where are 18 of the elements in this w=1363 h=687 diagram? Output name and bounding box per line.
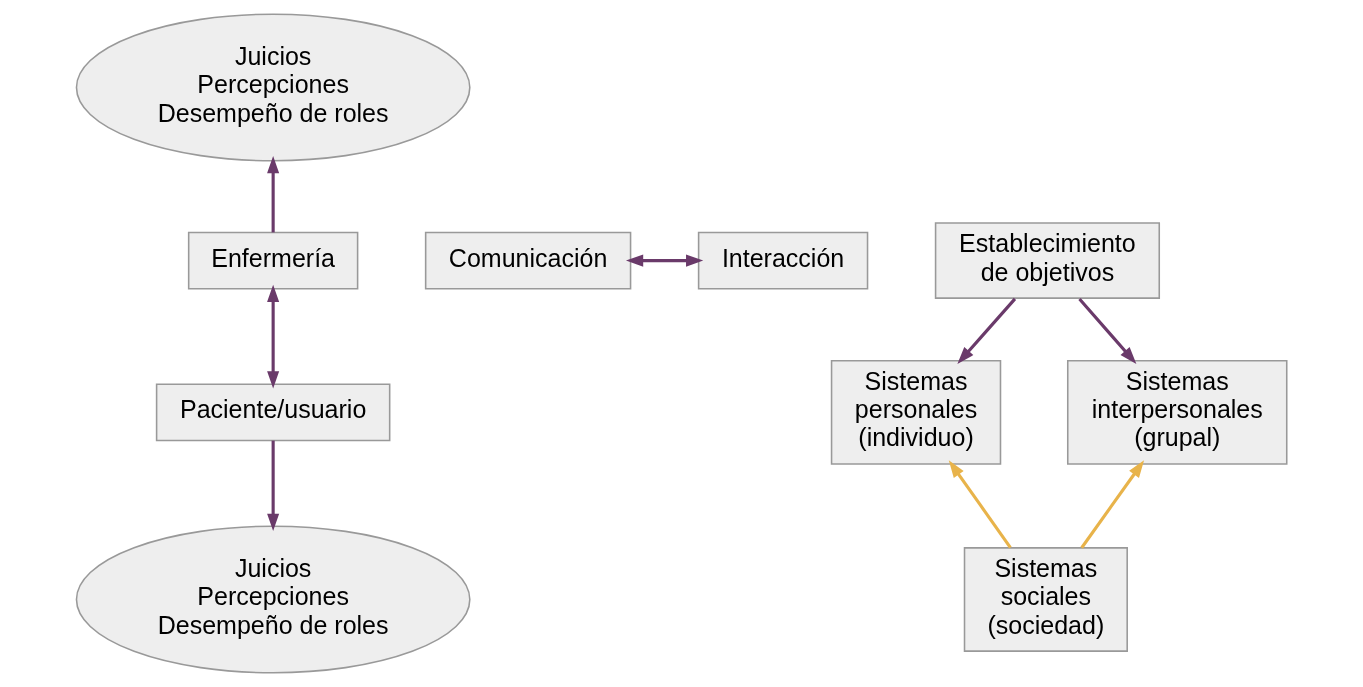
node-box: Sistemas interpersonales (grupal)	[1067, 359, 1288, 465]
arrow	[1078, 297, 1137, 364]
arrow	[1080, 460, 1145, 549]
node-box: Paciente/usuario	[155, 383, 391, 442]
node-ellipse: Juicios Percepciones Desempeño de roles	[75, 13, 471, 162]
arrow	[267, 155, 280, 233]
arrow	[625, 254, 704, 267]
arrow	[948, 460, 1012, 549]
node-box: Establecimiento de objetivos	[934, 222, 1161, 299]
node-box: Sistemas sociales (sociedad)	[963, 547, 1128, 652]
node-box: Comunicación	[424, 231, 632, 290]
node-box: Enfermería	[187, 231, 359, 290]
node-ellipse: Juicios Percepciones Desempeño de roles	[75, 525, 471, 674]
node-box: Sistemas personales (individuo)	[830, 359, 1002, 465]
arrow	[267, 440, 280, 531]
arrow	[267, 284, 280, 389]
node-box: Interacción	[697, 231, 869, 290]
arrow	[957, 297, 1017, 364]
